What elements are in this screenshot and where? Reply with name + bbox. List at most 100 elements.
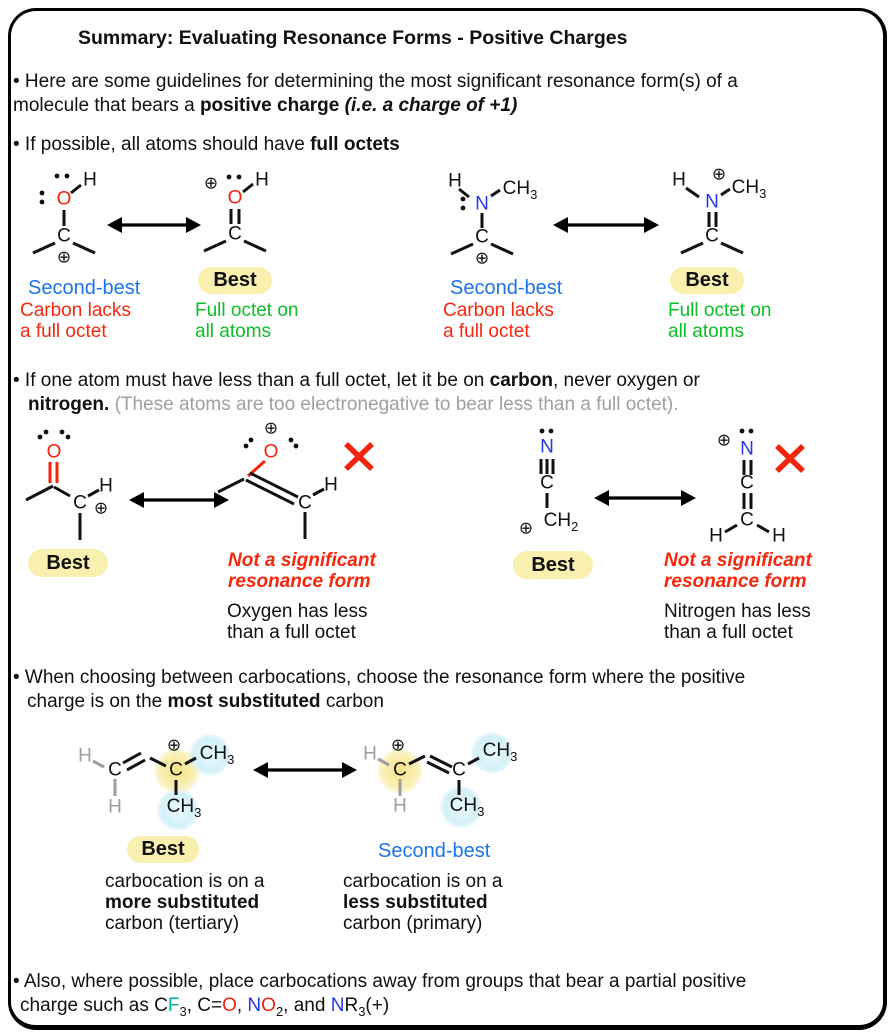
x-stroke xyxy=(775,444,805,473)
text-segment: , never oxygen or xyxy=(553,370,700,391)
figure-border xyxy=(8,8,887,1030)
m10-hydrogen-bottom: H xyxy=(393,795,407,817)
resonance-arrow xyxy=(553,217,659,233)
m3-hydrogen: H xyxy=(448,170,462,192)
subscript: 3 xyxy=(358,1003,366,1019)
carbon-lacks-label-1b: a full octet xyxy=(20,321,107,342)
less-substituted-label: less substituted xyxy=(343,892,488,913)
bond xyxy=(408,754,426,766)
bullet-carbon-line2: nitrogen. (These atoms are too electrone… xyxy=(28,394,679,417)
resonance-arrow xyxy=(594,490,696,506)
bond xyxy=(377,757,390,767)
lone-pair-dot xyxy=(548,428,554,434)
resonance-arrow xyxy=(253,762,357,778)
molecule-iminium-best xyxy=(680,186,744,255)
best-label: Best xyxy=(213,269,257,291)
m7-plus-charge: ⊕ xyxy=(518,518,534,539)
lone-pair-dot xyxy=(65,434,71,440)
bond xyxy=(720,187,731,197)
molecule-oxygen-cation-rejected xyxy=(217,437,374,539)
resonance-arrow xyxy=(107,217,201,233)
m5-plus-charge: ⊕ xyxy=(93,498,109,519)
m9-carbon-vinyl: C xyxy=(108,759,122,781)
m3-methyl: CH3 xyxy=(503,179,538,201)
subscript: 2 xyxy=(571,518,579,534)
subscript: 3 xyxy=(477,803,485,819)
not-significant-label-1a: Not a significant xyxy=(228,550,376,571)
subscript: 3 xyxy=(227,751,235,767)
subscript: 3 xyxy=(759,185,767,201)
lone-pair-dot xyxy=(288,437,294,443)
primary-label: carbon (primary) xyxy=(343,913,483,934)
charge-italic-note: (i.e. a charge of +1) xyxy=(339,95,518,116)
m9-methyl-top: CH3 xyxy=(200,744,235,766)
text-segment: • If possible, all atoms should have xyxy=(13,134,311,155)
methyl-text: CH xyxy=(731,177,760,199)
bullet-carbon-line1: • If one atom must have less than a full… xyxy=(13,370,700,393)
nitrogen-label: N xyxy=(330,995,345,1016)
m10-plus-charge: ⊕ xyxy=(390,735,406,756)
bond xyxy=(203,239,227,253)
m9-plus-charge: ⊕ xyxy=(166,735,182,756)
lone-pair-dot xyxy=(460,196,466,202)
bond xyxy=(312,487,325,497)
full-octet-label-1a: Full octet on xyxy=(195,300,299,321)
m2-carbon: C xyxy=(228,223,242,245)
m5-carbon: C xyxy=(73,492,87,514)
nitrogen-octet-label-a: Nitrogen has less xyxy=(664,601,811,622)
subscript: 2 xyxy=(275,1003,284,1019)
methylene-text: CH xyxy=(543,510,572,532)
bond xyxy=(32,241,56,255)
m9-methyl-bottom: CH3 xyxy=(167,797,202,819)
oxygen-label: O xyxy=(261,995,276,1016)
text-segment: molecule that bears a xyxy=(13,95,200,116)
m8-nitrogen: N xyxy=(740,438,754,460)
m10-carbon-sub: C xyxy=(452,759,466,781)
lone-pair-dot xyxy=(39,199,45,205)
oxygen-octet-label-a: Oxygen has less xyxy=(227,601,368,622)
methyl-text: CH xyxy=(502,178,531,200)
full-octets-bold: full octets xyxy=(310,134,400,155)
lone-pair-dot xyxy=(37,434,43,440)
bond xyxy=(242,182,254,194)
bond xyxy=(467,756,480,766)
highlight-blue-methyl-right-top xyxy=(471,732,513,774)
bond xyxy=(429,754,453,769)
bond xyxy=(92,759,105,769)
second-best-label-3: Second-best xyxy=(378,840,491,862)
m8-hydrogen-right: H xyxy=(772,525,786,547)
carbocation-desc-right-1: carbocation is on a xyxy=(343,871,503,892)
page-title: Summary: Evaluating Resonance Forms - Po… xyxy=(78,27,628,49)
m8-carbon-2: C xyxy=(740,509,754,531)
resonance-arrow xyxy=(129,492,229,508)
bullet-carbocation-line2: charge is on the most substituted carbon xyxy=(27,691,384,714)
arrow-head xyxy=(186,217,201,233)
m8-carbon-1: C xyxy=(740,472,754,494)
second-best-label-2: Second-best xyxy=(450,277,563,299)
bullet-partial-positive-line2: charge such as CF3, C=O, NO2, and NR3(+) xyxy=(20,995,389,1018)
m1-oxygen: O xyxy=(56,188,72,210)
m6-oxygen: O xyxy=(263,441,279,463)
best-label: Best xyxy=(685,269,729,291)
arrow-head xyxy=(644,217,659,233)
subscript: 3 xyxy=(194,804,202,820)
not-significant-label-1b: resonance form xyxy=(228,571,371,592)
not-significant-label-2a: Not a significant xyxy=(664,550,812,571)
molecule-ketone-cation-best xyxy=(25,429,100,540)
lone-pair-dot xyxy=(293,443,299,449)
m10-methyl-top: CH3 xyxy=(483,741,518,763)
m10-carbocation: C xyxy=(393,759,407,781)
carbon-lacks-label-1a: Carbon lacks xyxy=(20,300,131,321)
text-segment: R xyxy=(344,995,359,1016)
m4-nitrogen: N xyxy=(705,191,719,213)
bond xyxy=(490,188,501,198)
lone-pair-dot xyxy=(226,174,232,180)
m1-plus-charge: ⊕ xyxy=(56,247,72,268)
m1-carbon: C xyxy=(57,225,71,247)
m6-hydrogen: H xyxy=(324,474,338,496)
bond xyxy=(245,478,295,506)
carbocation-desc-left-1: carbocation is on a xyxy=(105,871,265,892)
bullet-full-octets: • If possible, all atoms should have ful… xyxy=(13,134,400,157)
lone-pair-dot xyxy=(243,443,249,449)
